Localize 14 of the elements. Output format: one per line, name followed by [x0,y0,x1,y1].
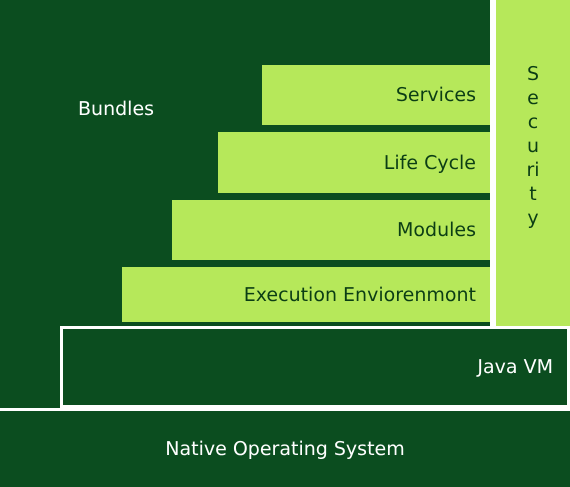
layer-label: Execution Enviorenmont [244,284,476,306]
layer-label: Services [396,84,476,106]
layer-label: Native Operating System [165,438,405,460]
layer-box [60,326,570,408]
layer-box [262,65,490,125]
layer-box [122,267,490,322]
layer-label: Java VM [477,356,553,378]
vertical-label: Security [526,62,540,230]
layer-label: Modules [397,219,476,241]
security-column [490,0,570,326]
layer-label: Life Cycle [384,152,476,174]
layer-label: Bundles [78,98,154,120]
layer-box [218,132,490,193]
layer-box [172,200,490,260]
